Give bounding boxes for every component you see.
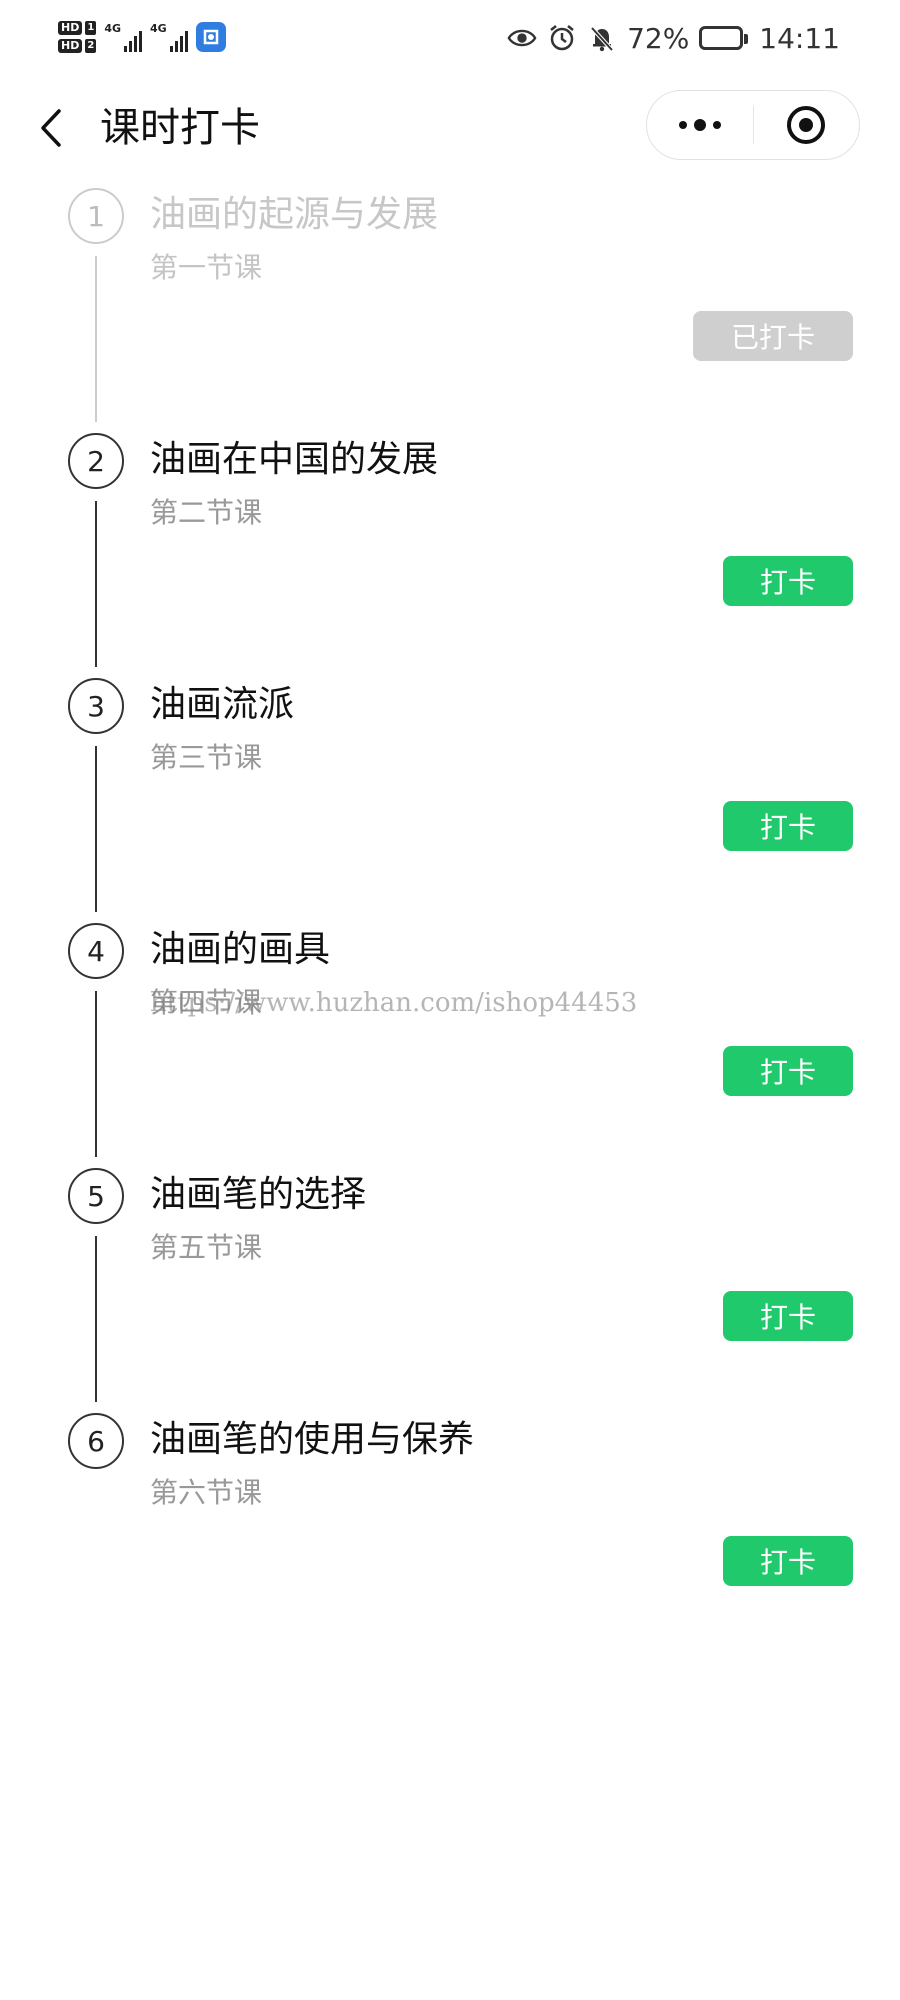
sim-indicators: HD 1 HD 2: [58, 21, 97, 53]
close-miniprogram-button[interactable]: [754, 91, 860, 159]
lesson-subtitle: 第五节课: [150, 1231, 263, 1264]
timeline-connector: [95, 991, 97, 1157]
mute-bell-icon: [587, 23, 617, 53]
miniprogram-capsule: [646, 90, 860, 160]
timeline-connector: [95, 1236, 97, 1402]
target-icon: [787, 106, 826, 144]
clock-time: 14:11: [759, 21, 840, 55]
lesson-subtitle: 第一节课: [150, 251, 263, 284]
lesson-subtitle: 第三节课: [150, 741, 263, 774]
page-title: 课时打卡: [100, 105, 260, 151]
lesson-subtitle: 第六节课: [150, 1476, 263, 1509]
lesson-title: 油画在中国的发展: [150, 439, 439, 480]
hd-badge: HD: [58, 39, 83, 53]
checkin-button[interactable]: 打卡: [723, 801, 853, 851]
lesson-subtitle: 第二节课: [150, 496, 263, 529]
sim1-row: HD 1: [58, 21, 97, 35]
lesson-item: 3 油画流派 第三节课 打卡: [0, 670, 900, 915]
network-type-label: 4G: [104, 22, 121, 35]
more-menu-button[interactable]: [647, 91, 753, 159]
lesson-subtitle: 第四节课: [150, 986, 263, 1019]
lesson-number: 5: [68, 1168, 124, 1224]
status-bar-right: 72% 14:11: [507, 18, 840, 58]
lesson-item: 4 油画的画具 第四节课 打卡: [0, 915, 900, 1160]
app-notification-icon: [195, 22, 226, 52]
checkin-button[interactable]: 打卡: [723, 556, 853, 606]
lesson-item: 1 油画的起源与发展 第一节课 已打卡: [0, 180, 900, 425]
lesson-title: 油画流派: [150, 684, 295, 725]
nav-bar: 课时打卡: [0, 88, 900, 168]
lesson-timeline: 1 油画的起源与发展 第一节课 已打卡 2 油画在中国的发展 第二节课 打卡 3…: [0, 180, 900, 1650]
hd-badge: HD: [58, 21, 83, 35]
lesson-number: 2: [68, 433, 124, 489]
lesson-title: 油画的画具: [150, 929, 331, 970]
battery-icon: [699, 26, 749, 50]
lesson-item: 2 油画在中国的发展 第二节课 打卡: [0, 425, 900, 670]
sim2-row: HD 2: [58, 39, 97, 53]
timeline-connector: [95, 501, 97, 667]
chevron-left-icon: [41, 109, 61, 147]
lesson-title: 油画笔的使用与保养: [150, 1419, 475, 1460]
capsule-divider: [752, 106, 754, 144]
lesson-item: 6 油画笔的使用与保养 第六节课 打卡: [0, 1405, 900, 1650]
lesson-title: 油画的起源与发展: [150, 194, 439, 235]
sim1-signal-icon: 4G: [104, 22, 142, 52]
sim-slot-label: 2: [85, 39, 97, 53]
checkin-button[interactable]: 打卡: [723, 1291, 853, 1341]
status-bar-left: HD 1 HD 2 4G 4G: [58, 14, 226, 60]
status-bar: HD 1 HD 2 4G 4G 72%: [0, 0, 900, 78]
more-dots-icon: [678, 119, 721, 131]
lesson-number: 1: [68, 188, 124, 244]
back-button[interactable]: [26, 100, 76, 156]
sim-slot-label: 1: [85, 21, 97, 35]
checked-in-button[interactable]: 已打卡: [693, 311, 853, 361]
timeline-connector: [95, 746, 97, 912]
lesson-title: 油画笔的选择: [150, 1174, 367, 1215]
lesson-number: 3: [68, 678, 124, 734]
eye-icon: [507, 23, 537, 53]
lesson-number: 6: [68, 1413, 124, 1469]
checkin-button[interactable]: 打卡: [723, 1046, 853, 1096]
lesson-item: 5 油画笔的选择 第五节课 打卡: [0, 1160, 900, 1405]
battery-percent: 72%: [627, 21, 690, 55]
alarm-icon: [547, 23, 577, 53]
checkin-button[interactable]: 打卡: [723, 1536, 853, 1586]
sim2-signal-icon: 4G: [150, 22, 188, 52]
timeline-connector: [95, 256, 97, 422]
network-type-label: 4G: [150, 22, 167, 35]
lesson-number: 4: [68, 923, 124, 979]
